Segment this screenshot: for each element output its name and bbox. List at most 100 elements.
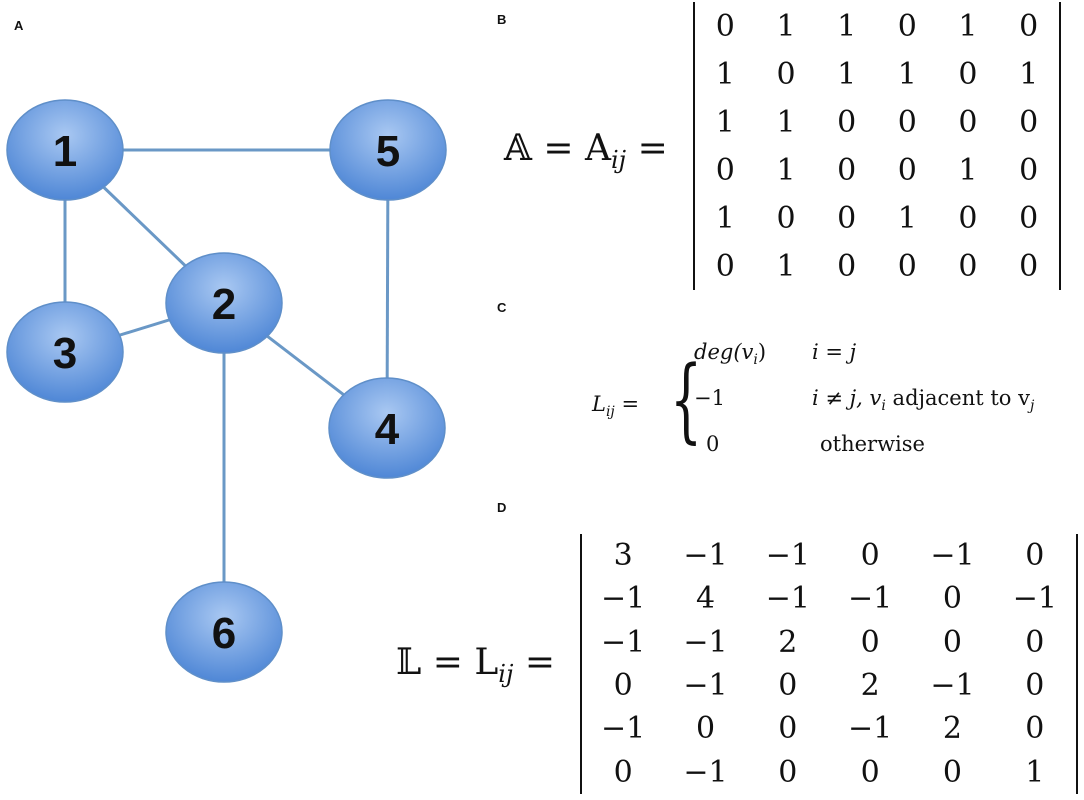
adjacency-cell-cell: 1 xyxy=(776,248,796,284)
adjacency-symbol: 𝔸 = A xyxy=(504,128,611,169)
laplacian-cell-cell: 0 xyxy=(613,754,633,790)
laplacian-cell-cell: 0 xyxy=(1025,624,1045,660)
adjacency-cell-cell: 0 xyxy=(897,152,917,188)
laplacian-symbol: 𝕃 = L xyxy=(396,642,499,683)
case-row-3: 0 xyxy=(706,432,719,456)
panel-label-d: D xyxy=(497,500,507,515)
laplacian-cell-cell: 0 xyxy=(860,624,880,660)
laplacian-cell-cell: −1 xyxy=(601,624,646,660)
laplacian-def-equals: = xyxy=(614,392,640,416)
adjacency-cell-cell: 1 xyxy=(897,56,917,92)
laplacian-cell-cell: 0 xyxy=(942,624,963,660)
case-1-condition: i = j xyxy=(812,340,856,364)
case-3-condition-text: otherwise xyxy=(820,432,925,456)
panel-label-a: A xyxy=(14,18,24,33)
graph-node-3: 3 xyxy=(6,301,124,403)
laplacian-cell-cell: −1 xyxy=(930,668,975,704)
laplacian-cell-cell: −1 xyxy=(930,538,975,574)
adjacency-cell-cell: 0 xyxy=(1019,8,1039,44)
graph-node-circle xyxy=(329,99,447,201)
adjacency-cell-cell: 1 xyxy=(715,104,735,140)
laplacian-cell-cell: 4 xyxy=(695,581,716,617)
laplacian-cell-cell: −1 xyxy=(848,711,893,747)
case-2-condition-tail: adjacent to v xyxy=(885,386,1030,410)
laplacian-subscript: ij xyxy=(498,660,514,688)
adjacency-cell-cell: 1 xyxy=(837,8,857,44)
laplacian-cell-cell: 0 xyxy=(942,581,963,617)
laplacian-definition: Lij = xyxy=(592,392,639,420)
laplacian-cell-cell: −1 xyxy=(765,538,810,574)
graph-node-label: 5 xyxy=(376,127,400,176)
laplacian-cell-cell: 0 xyxy=(613,668,633,704)
laplacian-cell-cell: 0 xyxy=(942,754,963,790)
cases-brace: { xyxy=(670,346,703,453)
laplacian-cell-cell: −1 xyxy=(683,754,728,790)
adjacency-cell-cell: 1 xyxy=(715,56,735,92)
adjacency-cell-cell: 0 xyxy=(715,8,735,44)
graph-node-circle xyxy=(6,99,124,201)
laplacian-cell-cell: −1 xyxy=(848,581,893,617)
adjacency-cell-cell: 0 xyxy=(897,248,917,284)
graph-node-4: 4 xyxy=(328,377,446,479)
laplacian-cell-cell: −1 xyxy=(683,668,728,704)
case-1-condition-text: i = j xyxy=(812,340,857,364)
case-1-value-sub: i xyxy=(753,352,758,369)
laplacian-cell-cell: 0 xyxy=(778,754,798,790)
laplacian-lhs: 𝕃 = Lij = xyxy=(396,642,555,688)
graph-node-circle xyxy=(165,252,283,354)
laplacian-cell-cell: 0 xyxy=(860,538,880,574)
laplacian-cell-cell: 0 xyxy=(1025,668,1045,704)
graph-node-label: 6 xyxy=(212,609,236,658)
laplacian-cell-cell: 1 xyxy=(1025,754,1045,790)
laplacian-cell-cell: −1 xyxy=(683,538,728,574)
adjacency-cell-cell: 0 xyxy=(715,152,735,188)
laplacian-cell-cell: 2 xyxy=(942,711,963,747)
case-2-condition: i ≠ j, vi adjacent to vj xyxy=(812,386,1034,414)
adjacency-cell-cell: 0 xyxy=(958,200,978,236)
laplacian-cell-cell: −1 xyxy=(765,581,810,617)
laplacian-cell-cell: 0 xyxy=(1025,538,1045,574)
laplacian-cell-cell: 0 xyxy=(778,711,798,747)
laplacian-def-symbol: L xyxy=(592,392,606,416)
graph-node-circle xyxy=(328,377,446,479)
laplacian-cell-cell: 2 xyxy=(778,624,798,660)
adjacency-cell-cell: 0 xyxy=(837,248,857,284)
laplacian-cell-cell: −1 xyxy=(1012,581,1057,617)
adjacency-cell-cell: 0 xyxy=(1019,200,1039,236)
adjacency-cell-cell: 0 xyxy=(897,8,917,44)
adjacency-cell-row: 0 1 1 0 1 0 xyxy=(695,2,1059,50)
adjacency-equals: = xyxy=(637,128,668,169)
adjacency-lhs: 𝔸 = Aij = xyxy=(504,128,668,174)
case-3-condition: otherwise xyxy=(820,432,925,456)
case-row-2: −1 xyxy=(694,386,725,410)
adjacency-cell-cell: 1 xyxy=(958,8,978,44)
laplacian-cell-cell: 2 xyxy=(860,668,880,704)
graph-node-6: 6 xyxy=(165,581,283,683)
adjacency-cell-cell: 1 xyxy=(776,152,796,188)
adjacency-cell-cell: 1 xyxy=(776,8,796,44)
laplacian-cell-cell: −1 xyxy=(601,711,646,747)
case-2-condition-text: i ≠ j, v xyxy=(812,386,882,410)
case-2-condition-sub: i xyxy=(881,398,886,415)
adjacency-subscript: ij xyxy=(610,146,627,174)
graph-node-label: 3 xyxy=(53,329,77,378)
graph-node-label: 1 xyxy=(53,127,77,176)
case-2-value: −1 xyxy=(694,386,725,410)
graph-node-circle xyxy=(6,301,124,403)
adjacency-cell-cell: 1 xyxy=(837,56,857,92)
adjacency-cell-cell: 0 xyxy=(958,248,978,284)
adjacency-cell-cell: 0 xyxy=(776,200,796,236)
graph-node-1: 1 xyxy=(6,99,124,201)
adjacency-cell-cell: 1 xyxy=(1019,56,1039,92)
graph-node-2: 2 xyxy=(165,252,283,354)
